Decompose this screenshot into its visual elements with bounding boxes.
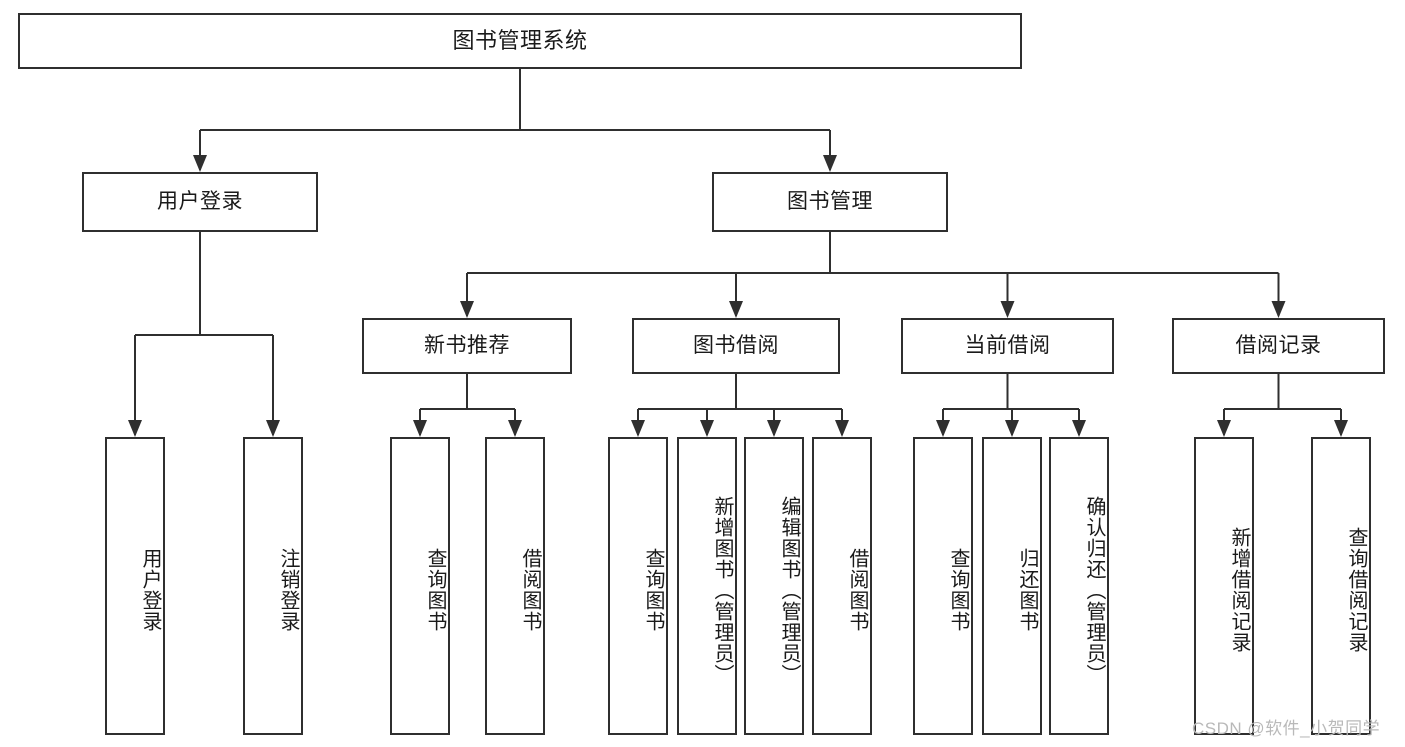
node-book-manage[interactable]: 图书管理 <box>712 172 948 232</box>
node-label: 图书借阅 <box>693 334 779 358</box>
node-label: 归还图书 <box>1016 548 1038 632</box>
node-label: 用户登录 <box>157 190 243 214</box>
node-root[interactable]: 图书管理系统 <box>18 13 1022 69</box>
connector-arrowhead <box>508 420 522 437</box>
connector-arrowhead <box>193 155 207 172</box>
node-leaf-query-book-1[interactable]: 查询图书 <box>390 437 450 735</box>
node-label: 图书管理系统 <box>452 27 588 53</box>
node-label: 新增图书（管理员） <box>711 495 733 685</box>
connector-arrowhead <box>835 420 849 437</box>
connector-arrowhead <box>413 420 427 437</box>
connector-arrowhead <box>1271 301 1286 318</box>
node-book-borrow[interactable]: 图书借阅 <box>632 318 840 374</box>
connector-arrowhead <box>631 420 645 437</box>
node-leaf-query-record[interactable]: 查询借阅记录 <box>1311 437 1371 735</box>
node-label: 查询图书 <box>947 548 969 632</box>
node-label: 借阅记录 <box>1235 334 1322 358</box>
node-current-borrow[interactable]: 当前借阅 <box>901 318 1114 374</box>
node-leaf-add-record[interactable]: 新增借阅记录 <box>1194 437 1254 735</box>
node-leaf-edit-book[interactable]: 编辑图书（管理员） <box>744 437 804 735</box>
node-leaf-query-book-3[interactable]: 查询图书 <box>913 437 973 735</box>
connector-arrowhead <box>700 420 714 437</box>
node-label: 注销登录 <box>277 548 299 632</box>
node-label: 新书推荐 <box>424 334 510 358</box>
connector-arrowhead <box>266 420 280 437</box>
connector-arrowhead <box>1217 420 1231 437</box>
node-label: 查询图书 <box>642 548 664 632</box>
node-label: 确认归还（管理员） <box>1083 495 1105 685</box>
node-new-book-recommend[interactable]: 新书推荐 <box>362 318 572 374</box>
connector-arrowhead <box>823 155 837 172</box>
node-leaf-confirm-return[interactable]: 确认归还（管理员） <box>1049 437 1109 735</box>
node-leaf-return-book[interactable]: 归还图书 <box>982 437 1042 735</box>
connector-arrowhead <box>1000 301 1015 318</box>
node-borrow-record[interactable]: 借阅记录 <box>1172 318 1385 374</box>
node-label: 借阅图书 <box>846 548 868 632</box>
node-leaf-add-book[interactable]: 新增图书（管理员） <box>677 437 737 735</box>
connector-arrowhead <box>936 420 950 437</box>
node-leaf-borrow-book-1[interactable]: 借阅图书 <box>485 437 545 735</box>
connector-arrowhead <box>729 301 743 318</box>
node-user-login[interactable]: 用户登录 <box>82 172 318 232</box>
node-leaf-query-book-2[interactable]: 查询图书 <box>608 437 668 735</box>
watermark-label: CSDN @软件_小贺同学 <box>1192 719 1381 738</box>
node-label: 编辑图书（管理员） <box>778 495 800 685</box>
connector-arrowhead <box>128 420 142 437</box>
node-leaf-borrow-book-2[interactable]: 借阅图书 <box>812 437 872 735</box>
node-label: 查询借阅记录 <box>1345 527 1367 653</box>
connector-arrowhead <box>1005 420 1019 437</box>
node-label: 用户登录 <box>139 548 161 632</box>
connector-arrowhead <box>1072 420 1086 437</box>
node-label: 当前借阅 <box>964 334 1051 358</box>
node-label: 查询图书 <box>424 548 446 632</box>
connector-arrowhead <box>767 420 781 437</box>
node-label: 借阅图书 <box>519 548 541 632</box>
node-label: 新增借阅记录 <box>1228 527 1250 653</box>
node-leaf-user-login[interactable]: 用户登录 <box>105 437 165 735</box>
node-label: 图书管理 <box>787 190 873 214</box>
node-leaf-logout[interactable]: 注销登录 <box>243 437 303 735</box>
connector-arrowhead <box>460 301 474 318</box>
connector-arrowhead <box>1334 420 1348 437</box>
